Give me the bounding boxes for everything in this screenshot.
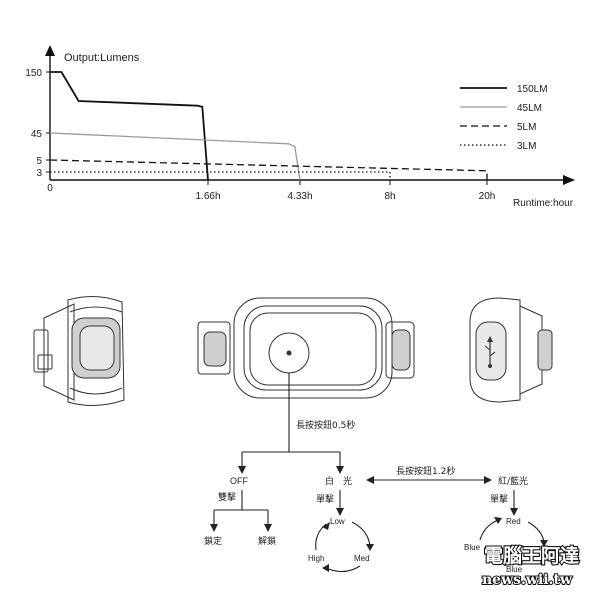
operation-flow: 長按按鈕0.5秒 OFF 白 光 紅/藍光 長按按鈕1.2秒 雙擊 鎖定 解鎖 … bbox=[204, 373, 548, 574]
series-lines bbox=[49, 71, 488, 181]
mode-blue-left: Blue bbox=[464, 543, 481, 552]
cycle-arrows-white bbox=[315, 521, 374, 573]
x-ticks: 1.66h 4.33h 8h 20h bbox=[195, 180, 495, 202]
device-top-view bbox=[197, 297, 415, 399]
mode-low: Low bbox=[330, 517, 345, 526]
watermark: 電腦王阿達 news.wii.tw bbox=[481, 543, 580, 589]
x-tick-label: 20h bbox=[479, 191, 496, 202]
power-button-center bbox=[286, 350, 292, 356]
series-150lm bbox=[50, 71, 209, 181]
label-double-click: 雙擊 bbox=[218, 491, 236, 503]
legend-label: 45LM bbox=[517, 103, 542, 114]
label-single-click-rb: 單擊 bbox=[490, 493, 508, 505]
label-off: OFF bbox=[230, 476, 248, 486]
legend: 150LM 45LM 5LM 3LM bbox=[460, 84, 548, 152]
label-red-blue: 紅/藍光 bbox=[498, 475, 528, 487]
runtime-chart: Output:Lumens Runtime:hour 035 45 150 1.66… bbox=[25, 45, 575, 209]
series-45lm bbox=[49, 132, 301, 181]
watermark-url: news.wii.tw bbox=[482, 572, 573, 588]
label-white: 白 光 bbox=[325, 475, 352, 487]
label-unlock: 解鎖 bbox=[258, 535, 276, 547]
cycle-arrows-red-blue bbox=[479, 517, 548, 547]
series-3lm bbox=[50, 171, 391, 180]
y-tick-label: 150 bbox=[25, 68, 42, 79]
device-left-view bbox=[33, 296, 125, 406]
y-ticks: 035 45 150 bbox=[25, 68, 53, 194]
y-axis-arrow bbox=[45, 45, 55, 56]
mode-high: High bbox=[308, 554, 324, 563]
label-long-press-12: 長按按鈕1.2秒 bbox=[396, 465, 455, 477]
x-axis-arrow bbox=[563, 175, 575, 185]
label-long-press-05: 長按按鈕0.5秒 bbox=[296, 419, 355, 431]
x-tick-label: 4.33h bbox=[287, 191, 312, 202]
device-right-view bbox=[469, 297, 553, 403]
legend-label: 150LM bbox=[517, 84, 548, 95]
legend-label: 3LM bbox=[517, 141, 536, 152]
y-tick-label: 5 bbox=[36, 156, 42, 167]
mode-blue-bottom: Blue bbox=[506, 565, 523, 574]
label-single-click: 單擊 bbox=[316, 493, 334, 505]
mode-red: Red bbox=[506, 517, 521, 526]
legend-label: 5LM bbox=[517, 122, 536, 133]
mode-med: Med bbox=[354, 554, 370, 563]
y-axis-label: Output:Lumens bbox=[64, 52, 140, 64]
usb-icon bbox=[484, 336, 496, 368]
x-tick-label: 8h bbox=[384, 191, 395, 202]
x-tick-label: 1.66h bbox=[195, 191, 220, 202]
x-axis-label: Runtime:hour bbox=[513, 198, 574, 209]
y-tick-label: 0 bbox=[47, 183, 53, 194]
y-tick-label: 3 bbox=[36, 168, 42, 179]
watermark-title: 電腦王阿達 bbox=[484, 544, 579, 567]
series-5lm bbox=[49, 159, 488, 180]
label-lock: 鎖定 bbox=[204, 535, 222, 547]
y-tick-label: 45 bbox=[31, 129, 43, 140]
